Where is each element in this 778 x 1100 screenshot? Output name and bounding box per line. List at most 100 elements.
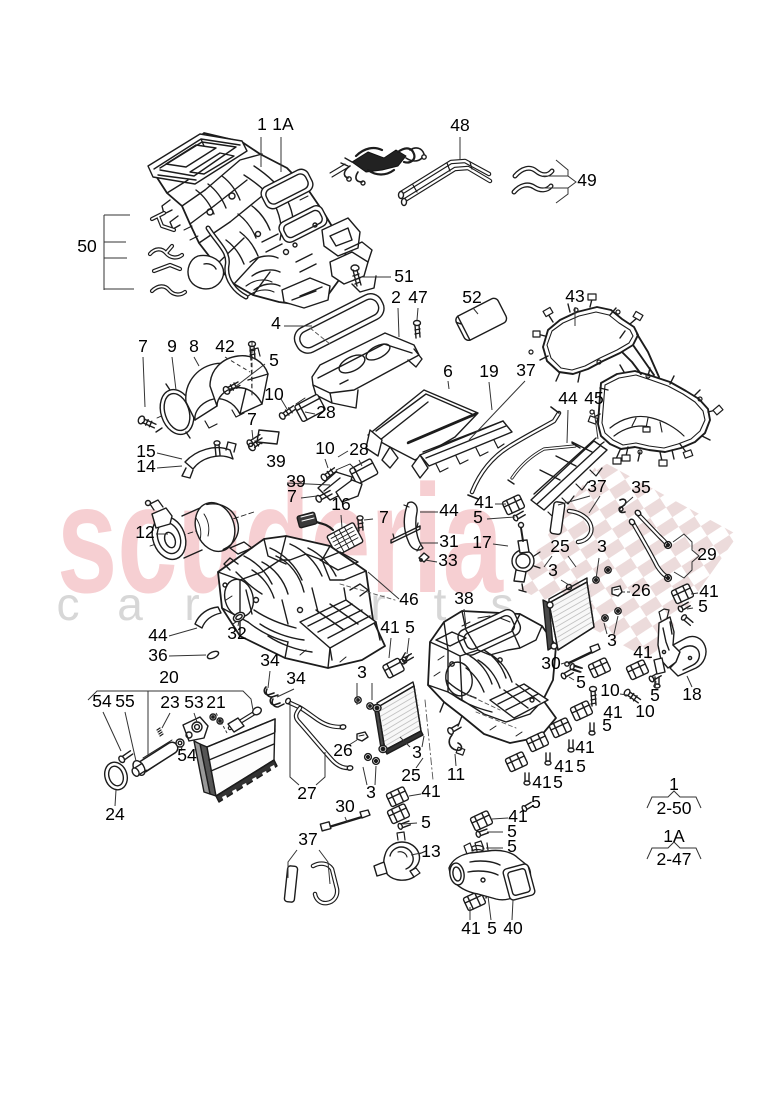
svg-text:31: 31 <box>439 531 458 551</box>
svg-text:5: 5 <box>269 350 279 370</box>
svg-text:13: 13 <box>421 841 440 861</box>
svg-text:7: 7 <box>287 486 297 506</box>
svg-text:41: 41 <box>532 772 551 792</box>
svg-text:12: 12 <box>135 522 154 542</box>
svg-text:30: 30 <box>541 653 561 673</box>
svg-text:50: 50 <box>77 236 97 256</box>
svg-text:2-50: 2-50 <box>656 798 691 818</box>
svg-text:41: 41 <box>633 642 652 662</box>
svg-text:41: 41 <box>461 918 480 938</box>
svg-text:19: 19 <box>479 361 498 381</box>
svg-text:47: 47 <box>408 287 427 307</box>
svg-text:2-47: 2-47 <box>656 849 691 869</box>
svg-text:5: 5 <box>576 756 586 776</box>
svg-text:54: 54 <box>177 745 197 765</box>
svg-text:10: 10 <box>264 384 284 404</box>
svg-text:5: 5 <box>473 507 483 527</box>
svg-text:6: 6 <box>443 361 453 381</box>
svg-text:17: 17 <box>472 532 491 552</box>
svg-text:53: 53 <box>184 692 203 712</box>
svg-text:14: 14 <box>136 456 156 476</box>
svg-text:5: 5 <box>602 715 612 735</box>
svg-text:5: 5 <box>507 821 517 841</box>
svg-text:t: t <box>434 578 447 630</box>
svg-text:11: 11 <box>447 764 465 784</box>
svg-text:44: 44 <box>148 625 168 645</box>
svg-text:33: 33 <box>438 550 457 570</box>
svg-text:r: r <box>184 578 199 630</box>
svg-text:a: a <box>117 578 143 630</box>
svg-text:44: 44 <box>439 500 459 520</box>
svg-text:37: 37 <box>587 476 606 496</box>
svg-text:16: 16 <box>331 494 350 514</box>
svg-text:37: 37 <box>298 829 317 849</box>
svg-text:3: 3 <box>366 782 376 802</box>
svg-text:c: c <box>57 578 80 630</box>
svg-text:42: 42 <box>215 336 234 356</box>
svg-text:3: 3 <box>548 560 558 580</box>
svg-text:54: 54 <box>92 691 112 711</box>
svg-text:41: 41 <box>421 781 440 801</box>
svg-text:24: 24 <box>105 804 125 824</box>
svg-text:40: 40 <box>503 918 523 938</box>
svg-text:1: 1 <box>257 114 267 134</box>
svg-text:41: 41 <box>554 756 573 776</box>
svg-text:41: 41 <box>575 737 594 757</box>
svg-text:35: 35 <box>631 477 650 497</box>
svg-text:36: 36 <box>148 645 167 665</box>
svg-text:7: 7 <box>138 336 148 356</box>
svg-text:46: 46 <box>399 589 418 609</box>
svg-text:26: 26 <box>631 580 650 600</box>
svg-text:49: 49 <box>577 170 596 190</box>
svg-text:34: 34 <box>286 668 306 688</box>
svg-text:41: 41 <box>508 806 527 826</box>
svg-text:3: 3 <box>412 742 422 762</box>
svg-text:41: 41 <box>699 581 718 601</box>
svg-text:20: 20 <box>159 667 179 687</box>
svg-text:25: 25 <box>401 765 420 785</box>
svg-text:10: 10 <box>600 680 620 700</box>
svg-text:5: 5 <box>487 918 497 938</box>
svg-text:5: 5 <box>421 812 431 832</box>
svg-text:7: 7 <box>379 507 389 527</box>
svg-text:44: 44 <box>558 388 578 408</box>
svg-text:9: 9 <box>167 336 177 356</box>
svg-text:29: 29 <box>697 544 716 564</box>
svg-text:r: r <box>370 578 385 630</box>
svg-text:45: 45 <box>584 388 603 408</box>
svg-text:26: 26 <box>333 740 352 760</box>
svg-text:5: 5 <box>650 685 660 705</box>
svg-text:1A: 1A <box>272 114 294 134</box>
svg-text:28: 28 <box>349 439 368 459</box>
svg-text:3: 3 <box>597 536 607 556</box>
svg-text:28: 28 <box>316 402 335 422</box>
svg-text:1A: 1A <box>663 826 685 846</box>
svg-text:52: 52 <box>462 287 481 307</box>
svg-text:48: 48 <box>450 115 469 135</box>
svg-text:39: 39 <box>286 471 305 491</box>
svg-text:8: 8 <box>189 336 199 356</box>
svg-text:5: 5 <box>405 617 415 637</box>
svg-text:41: 41 <box>380 617 399 637</box>
svg-text:3: 3 <box>607 630 617 650</box>
svg-text:3: 3 <box>357 662 367 682</box>
svg-text:5: 5 <box>553 772 563 792</box>
svg-text:1: 1 <box>669 774 679 794</box>
svg-text:23: 23 <box>160 692 179 712</box>
svg-text:5: 5 <box>576 672 586 692</box>
svg-text:25: 25 <box>550 536 569 556</box>
svg-text:5: 5 <box>507 836 517 856</box>
svg-text:7: 7 <box>247 409 257 429</box>
svg-text:41: 41 <box>603 702 622 722</box>
svg-text:30: 30 <box>335 796 355 816</box>
svg-text:51: 51 <box>394 266 413 286</box>
svg-text:5: 5 <box>531 792 541 812</box>
svg-text:41: 41 <box>474 492 493 512</box>
svg-text:38: 38 <box>454 588 473 608</box>
svg-text:27: 27 <box>297 783 316 803</box>
svg-text:15: 15 <box>136 441 155 461</box>
svg-text:37: 37 <box>516 360 535 380</box>
svg-text:4: 4 <box>271 313 281 333</box>
svg-text:21: 21 <box>206 692 225 712</box>
svg-text:18: 18 <box>682 684 701 704</box>
